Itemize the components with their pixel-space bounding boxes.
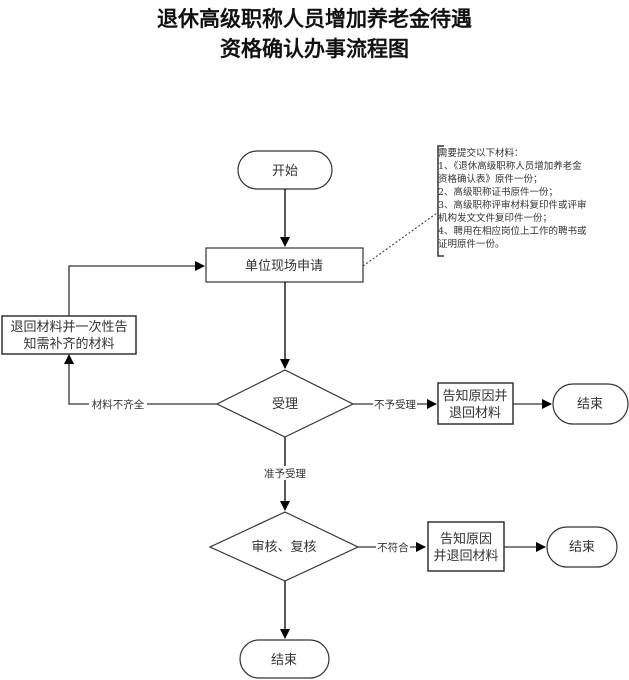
end-node-1: 结束 <box>552 383 629 425</box>
flowchart-title-line2: 资格确认办事流程图 <box>220 37 409 61</box>
end-node-2-label: 结束 <box>569 540 595 555</box>
apply-node-label: 单位现场申请 <box>245 259 323 274</box>
edge-label-not-accepted: 不予受理 <box>374 399 416 411</box>
edge-incomplete <box>64 354 217 405</box>
noncompliant-notice-label-line1: 告知原因 <box>440 531 492 547</box>
end-node-3: 结束 <box>239 639 330 679</box>
accept-decision-node: 受理 <box>215 369 355 438</box>
note-line: 机构发文文件复印件一份； <box>438 213 553 224</box>
return-materials-label-line1: 退回材料并一次性告 <box>10 319 127 335</box>
end-node-3-label: 结束 <box>271 653 297 668</box>
accept-decision-label: 受理 <box>272 397 298 412</box>
return-materials-label-line2: 知需补齐的材料 <box>23 336 114 352</box>
flowchart-title-line1: 退休高级职称人员增加养老金待遇 <box>157 7 472 31</box>
noncompliant-notice-node: 告知原因 并退回材料 <box>427 521 505 572</box>
reject-notice-label-line2: 退回材料 <box>449 406 501 421</box>
edge-label-accepted: 准予受理 <box>264 468 306 480</box>
note-line: 2、高级职称证书原件一份； <box>438 187 559 198</box>
start-node: 开始 <box>237 150 333 190</box>
review-decision-label: 审核、复核 <box>251 540 316 555</box>
note-bracket <box>437 145 444 257</box>
reject-notice-node: 告知原因并 退回材料 <box>437 382 514 425</box>
edge-label-noncompliant: 不符合 <box>377 541 409 554</box>
end-node-1-label: 结束 <box>577 397 603 412</box>
note-line: 资格确认表》原件一份； <box>438 174 543 185</box>
apply-node: 单位现场申请 <box>205 247 364 283</box>
end-node-2: 结束 <box>546 526 618 568</box>
note-line: 需要提交以下材料： <box>438 148 524 159</box>
note-connector <box>362 212 438 267</box>
note-line: 3、高级职称评审材料复印件或评审 <box>438 200 587 211</box>
edge-return-to-apply <box>68 261 205 316</box>
review-decision-node: 审核、复核 <box>208 511 360 582</box>
edge-label-incomplete: 材料不齐全 <box>92 398 145 411</box>
note-line: 证明原件一份。 <box>438 239 505 250</box>
note-line: 4、聘用在相应岗位上工作的聘书或 <box>438 226 587 237</box>
start-node-label: 开始 <box>272 164 298 179</box>
noncompliant-notice-label-line2: 并退回材料 <box>433 549 498 564</box>
requirements-note: 需要提交以下材料： 1、《退休高级职称人员增加养老金 资格确认表》原件一份； 2… <box>438 147 626 251</box>
reject-notice-label-line1: 告知原因并 <box>442 388 507 404</box>
note-line: 1、《退休高级职称人员增加养老金 <box>438 161 582 172</box>
return-materials-node: 退回材料并一次性告 知需补齐的材料 <box>1 315 137 355</box>
